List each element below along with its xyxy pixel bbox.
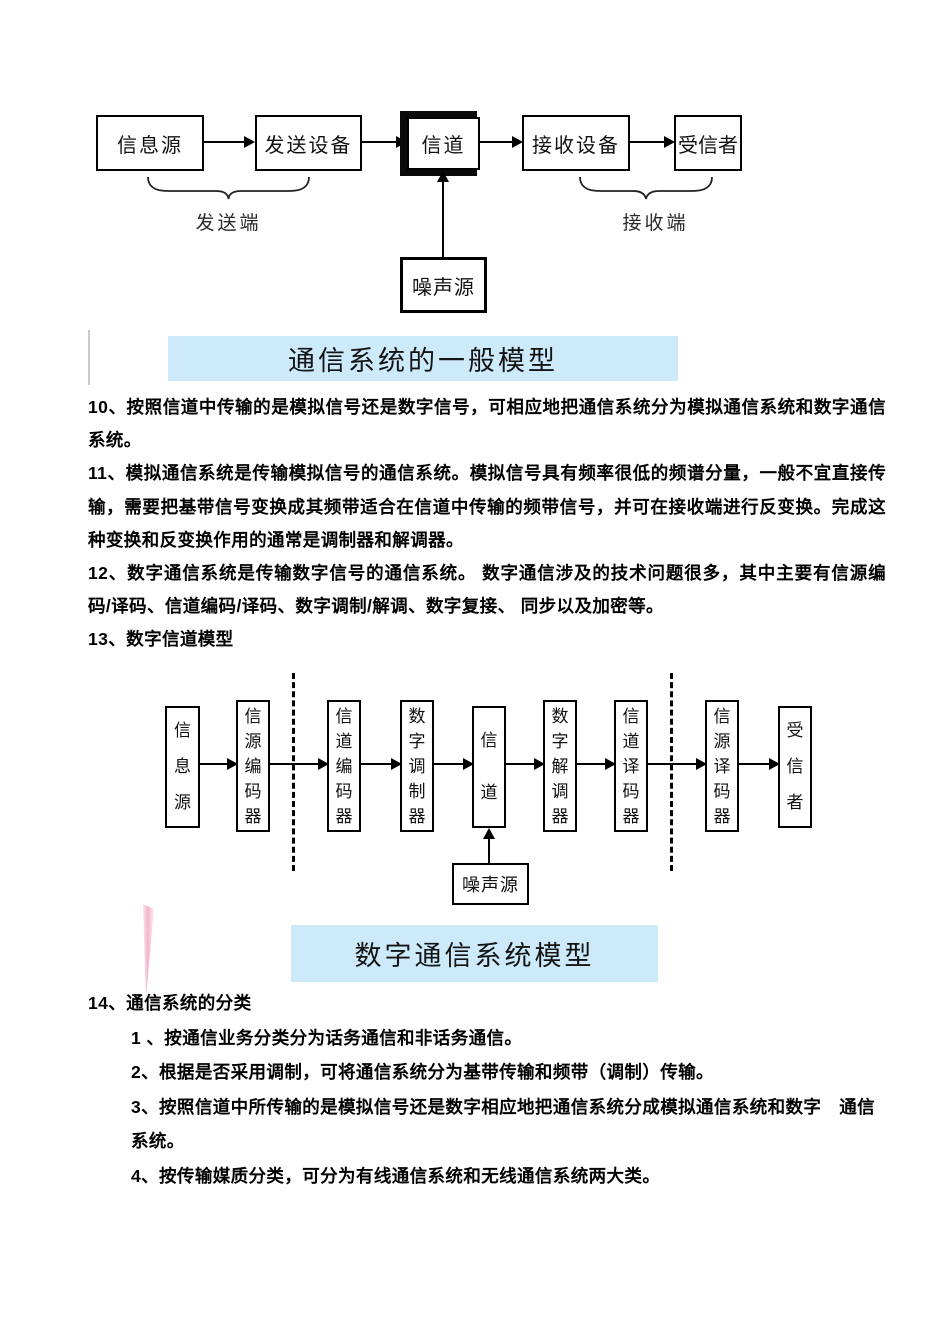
- paragraph-10: 10、按照信道中传输的是模拟信号还是数字信号，可相应地把通信系统分为模拟通信系统…: [88, 397, 886, 451]
- paragraph-12: 12、数字通信系统是传输数字信号的通信系统。 数字通信涉及的技术问题很多，其中主…: [88, 563, 886, 617]
- box-label: 噪声源: [462, 875, 519, 895]
- diagram2-noise-source-box: 噪声源: [452, 863, 529, 905]
- box-label: 信息源: [117, 134, 183, 157]
- paragraph-11: 11、模拟通信系统是传输模拟信号的通信系统。模拟信号具有频率很低的频谱分量，一般…: [88, 463, 886, 550]
- diagram2-box-digital-demodulator: 数字解调器: [543, 700, 577, 832]
- diagram1-caption: 通信系统的一般模型: [168, 336, 678, 381]
- arrow-right-icon: [200, 758, 238, 770]
- arrow-right-icon: [739, 758, 780, 770]
- diagram1-box-channel: 信道: [407, 117, 480, 170]
- dashed-divider-line: [670, 673, 673, 871]
- diagram1-box-transmit-equipment: 发送设备: [255, 115, 362, 171]
- textbox-edge-line: [88, 330, 90, 385]
- arrow-right-icon: [362, 136, 407, 148]
- box-label: 信道编码器: [335, 706, 353, 826]
- diagram2-box-channel-decoder: 信道译码器: [614, 700, 648, 832]
- diagram2-box-digital-modulator: 数字调制器: [400, 700, 434, 832]
- diagram1-box-receive-equipment: 接收设备: [522, 115, 630, 171]
- box-label: 发送设备: [264, 134, 353, 157]
- diagram1-box-recipient: 受信者: [674, 115, 742, 171]
- dashed-divider-line: [292, 673, 295, 871]
- arrow-right-icon: [361, 758, 402, 770]
- box-label: 数字调制器: [408, 706, 426, 826]
- diagram2-box-source-encoder: 信源编码器: [236, 700, 270, 832]
- arrow-up-icon: [437, 171, 449, 257]
- underbrace-shape: [147, 176, 310, 200]
- diagram1-noise-source-box: 噪声源: [400, 257, 487, 313]
- diagram2-box-information-source: 信息源: [165, 706, 200, 828]
- arrow-right-icon: [480, 136, 523, 148]
- list-item: 3、按照信道中所传输的是模拟信号还是数字相应地把通信系统分成模拟通信系统和数字 …: [131, 1096, 876, 1152]
- box-label: 受信者: [678, 134, 738, 157]
- box-label: 信息源: [174, 721, 191, 812]
- arrow-right-icon: [204, 136, 255, 148]
- caption-text: 数字通信系统模型: [354, 941, 595, 971]
- diagram2-box-source-decoder: 信源译码器: [705, 700, 739, 832]
- box-label: 信道: [421, 135, 466, 157]
- diagram2-box-channel-encoder: 信道编码器: [327, 700, 361, 832]
- box-label: 信道: [480, 731, 498, 802]
- transmit-side-label: 发送端: [195, 213, 262, 234]
- diagram2-box-channel: 信道: [472, 706, 506, 828]
- list-item: 1 、按通信业务分类分为话务通信和非话务通信。: [131, 1027, 523, 1048]
- diagram2-caption: 数字通信系统模型: [291, 925, 658, 982]
- arrow-right-icon: [506, 758, 545, 770]
- pink-wedge-decoration: [143, 904, 154, 998]
- list-item: 4、按传输媒质分类，可分为有线通信系统和无线通信系统两大类。: [131, 1165, 661, 1186]
- box-label: 信道译码器: [622, 706, 640, 826]
- box-label: 受信者: [786, 721, 804, 812]
- box-label: 接收设备: [532, 134, 620, 157]
- receive-side-label: 接收端: [622, 213, 689, 234]
- arrow-right-icon: [577, 758, 616, 770]
- arrow-right-icon: [648, 758, 707, 770]
- box-label: 数字解调器: [551, 706, 569, 826]
- underbrace-shape: [579, 176, 713, 200]
- box-label: 信源编码器: [244, 706, 262, 826]
- box-label: 噪声源: [412, 276, 475, 299]
- arrow-right-icon: [270, 758, 329, 770]
- classification-section: 14、通信系统的分类 1 、按通信业务分类分为话务通信和非话务通信。 2、根据是…: [88, 986, 886, 1194]
- arrow-right-icon: [630, 136, 675, 148]
- paragraph-13: 13、数字信道模型: [88, 629, 234, 650]
- list-item: 2、根据是否采用调制，可将通信系统分为基带传输和频带（调制）传输。: [131, 1062, 714, 1083]
- body-text-block: 10、按照信道中传输的是模拟信号还是数字信号，可相应地把通信系统分为模拟通信系统…: [88, 391, 886, 657]
- arrow-up-icon: [483, 828, 495, 863]
- diagram1-box-information-source: 信息源: [96, 115, 204, 171]
- section14-heading: 14、通信系统的分类: [88, 993, 252, 1013]
- box-label: 信源译码器: [713, 706, 731, 826]
- caption-text: 通信系统的一般模型: [288, 346, 558, 376]
- section14-items: 1 、按通信业务分类分为话务通信和非话务通信。 2、根据是否采用调制，可将通信系…: [88, 1021, 886, 1194]
- diagram2-box-recipient: 受信者: [778, 706, 812, 828]
- arrow-right-icon: [434, 758, 474, 770]
